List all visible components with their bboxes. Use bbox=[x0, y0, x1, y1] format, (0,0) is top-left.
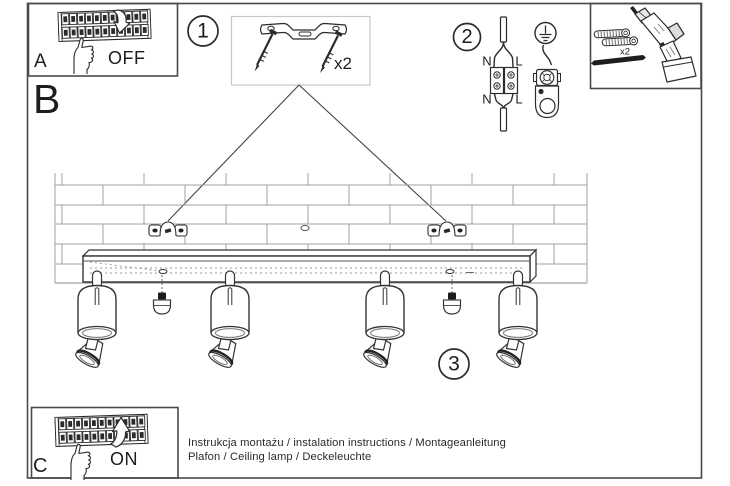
wire-neutral-bottom-label: N bbox=[482, 91, 492, 107]
wire-live-bottom-label: L bbox=[515, 91, 523, 107]
ground-symbol-icon bbox=[534, 21, 557, 45]
spotlight bbox=[72, 269, 118, 372]
screw-icon bbox=[254, 28, 278, 72]
spotlight bbox=[205, 269, 251, 372]
wall-plug-icon bbox=[601, 36, 639, 47]
drill-bit-icon bbox=[591, 55, 646, 66]
wall-plug-icon bbox=[593, 28, 631, 39]
spotlight bbox=[493, 269, 539, 372]
wire-live-top-label: L bbox=[515, 53, 523, 69]
arrow-down-icon bbox=[112, 9, 131, 34]
step-circle-2 bbox=[452, 22, 482, 52]
cable-hole bbox=[300, 224, 310, 232]
step-circle-1 bbox=[187, 15, 219, 47]
lamp-rail bbox=[81, 248, 538, 284]
anchor-quantity-label: x2 bbox=[619, 46, 631, 58]
fusebox-on-icon bbox=[55, 414, 148, 481]
step-number-2: 2 bbox=[461, 26, 473, 48]
hand-icon bbox=[70, 443, 92, 481]
hand-icon bbox=[73, 37, 95, 75]
step-number-3: 3 bbox=[448, 352, 460, 376]
arrow-up-icon bbox=[110, 416, 131, 448]
wire-neutral-top-label: N bbox=[482, 53, 492, 69]
screw-icon bbox=[320, 30, 343, 73]
leader-lines bbox=[167, 84, 447, 222]
ground-connection-icon bbox=[533, 21, 561, 119]
bracket-quantity-label: x2 bbox=[334, 54, 352, 73]
mounting-bracket-kit-icon bbox=[254, 22, 348, 73]
step-circle-3 bbox=[438, 348, 470, 380]
footer-instructions-line: Instrukcja montażu / instalation instruc… bbox=[188, 437, 506, 449]
drill-icon bbox=[630, 6, 697, 83]
switch-off-label: OFF bbox=[108, 48, 146, 68]
wiring-diagram-icon bbox=[489, 16, 519, 132]
step-label-b: B bbox=[33, 76, 60, 122]
step-label-a: A bbox=[34, 51, 47, 72]
sheet-frame bbox=[26, 2, 703, 479]
bracket-kit-box bbox=[230, 15, 371, 86]
drill-kit-icon bbox=[591, 6, 697, 83]
footer-product-line: Plafon / Ceiling lamp / Deckeleuchte bbox=[188, 451, 372, 463]
step-number-1: 1 bbox=[197, 19, 209, 43]
spotlight bbox=[360, 269, 406, 372]
step-label-c: C bbox=[33, 455, 48, 477]
switch-on-label: ON bbox=[110, 449, 138, 469]
fusebox-off-icon bbox=[58, 9, 151, 75]
